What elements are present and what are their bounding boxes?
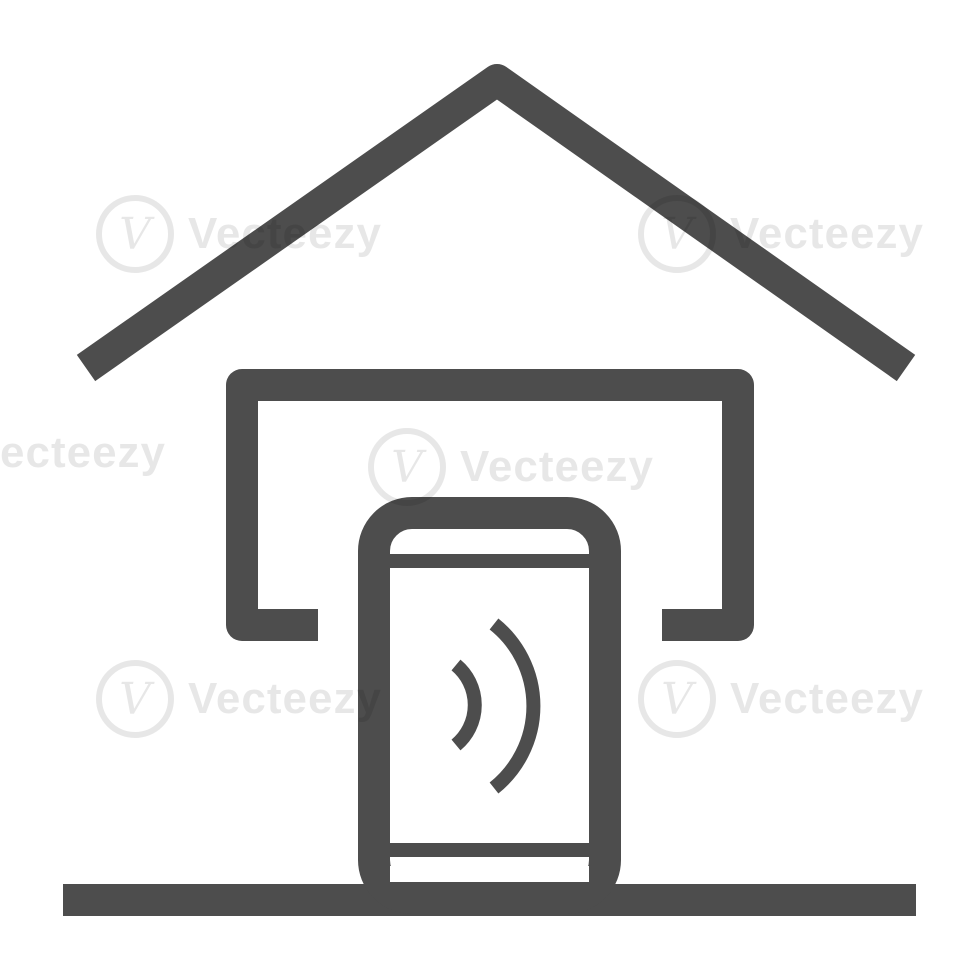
phone-body-icon — [358, 497, 621, 914]
roof-icon — [76, 64, 916, 382]
house-wall-icon — [226, 369, 754, 641]
wireless-wave-large-icon — [489, 618, 541, 794]
wireless-wave-small-icon — [451, 659, 482, 751]
